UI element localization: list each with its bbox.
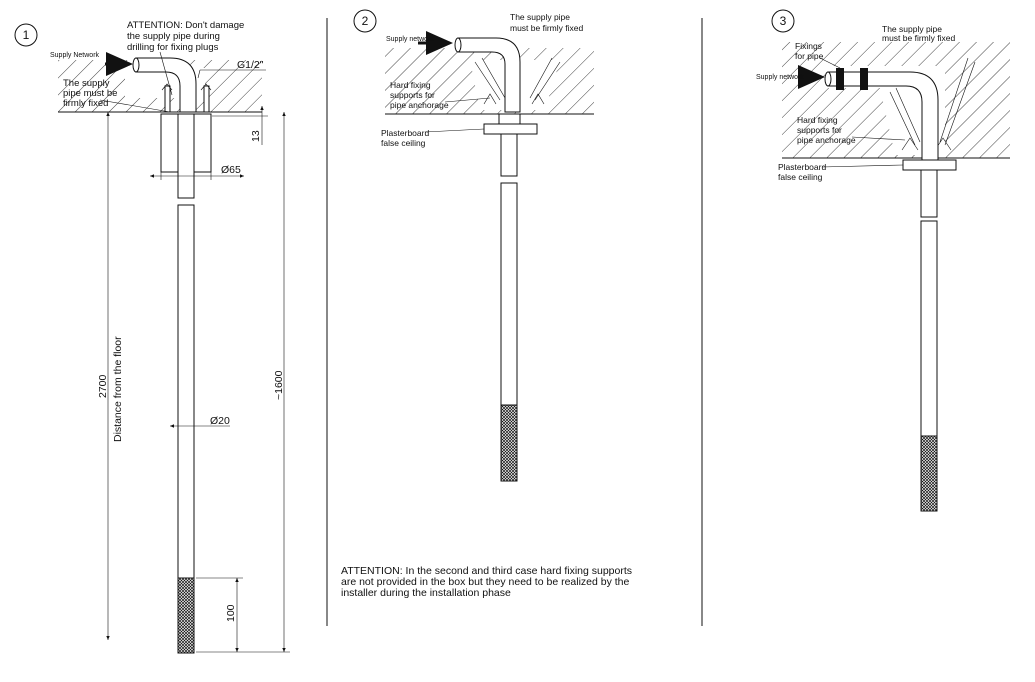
- attention-note-2: are not provided in the box but they nee…: [341, 576, 630, 588]
- dim-length: ~1600: [273, 370, 285, 400]
- panel-3: 3 The supply pipe must be firmly fixed F…: [756, 9, 1010, 512]
- firm-note-2: must be firmly fixed: [882, 33, 955, 43]
- shower-arm: [500, 133, 518, 177]
- firm-note-1: The supply pipe: [510, 12, 570, 22]
- attention-note-3: installer during the installation phase: [341, 587, 511, 599]
- step-number-circle: [771, 9, 795, 33]
- step-number-circle: [14, 23, 38, 47]
- floor-distance-label: Distance from the floor: [112, 336, 124, 442]
- step-number-circle: [353, 9, 377, 33]
- attention-2: the supply pipe during: [127, 31, 220, 42]
- fixings-1: Fixings: [795, 41, 822, 51]
- dim-flange: 13: [250, 130, 262, 142]
- supports-1: Hard fixing: [797, 115, 838, 125]
- supports-3: pipe anchorage: [797, 135, 856, 145]
- dim-canopy: Ø65: [221, 164, 241, 176]
- firm-note-1: The supply: [63, 78, 110, 89]
- canopy: [483, 123, 538, 135]
- attention-3: drilling for fixing plugs: [127, 42, 219, 53]
- firm-note-1: The supply pipe: [882, 24, 942, 34]
- thread-label: G1/2": [237, 59, 264, 71]
- knurled-end: [177, 577, 195, 654]
- firm-note-2: must be firmly fixed: [510, 23, 583, 33]
- panel-1: 1 Supply Network The supply pipe must be…: [14, 20, 290, 654]
- supports-1: Hard fixing: [390, 80, 431, 90]
- canopy: [902, 159, 957, 171]
- shower-arm: [177, 113, 195, 199]
- step-number: 2: [362, 14, 369, 28]
- pipe-fixing: [860, 68, 868, 90]
- supply-pipe: [135, 57, 197, 113]
- dim-pipe: Ø20: [210, 415, 230, 427]
- knurled-end: [920, 435, 938, 512]
- ceiling-2: false ceiling: [381, 138, 426, 148]
- attention-note-1: ATTENTION: In the second and third case …: [341, 565, 632, 577]
- ceiling-1: Plasterboard: [381, 128, 429, 138]
- attention-1: ATTENTION: Don't damage: [127, 20, 244, 31]
- ceiling-2: false ceiling: [778, 172, 823, 182]
- supply-network-label: Supply network: [756, 74, 804, 81]
- firm-note-2: pipe must be: [63, 88, 117, 99]
- supports-2: supports for: [797, 125, 842, 135]
- shower-arm: [920, 169, 938, 218]
- dim-floor: 2700: [97, 374, 109, 398]
- supply-pipe: [457, 37, 521, 113]
- dim-knurl: 100: [225, 604, 237, 622]
- knurled-end: [500, 404, 518, 482]
- supply-network-label: Supply network: [386, 36, 434, 43]
- step-number: 1: [23, 28, 30, 42]
- firm-note-3: firmly fixed: [63, 98, 108, 109]
- supports-3: pipe anchorage: [390, 100, 449, 110]
- supports-2: supports for: [390, 90, 435, 100]
- step-number: 3: [780, 14, 787, 28]
- supply-network-label: Supply Network: [50, 52, 100, 59]
- panel-2: 2 The supply pipe must be firmly fixed S…: [353, 9, 594, 482]
- fixings-2: for pipe: [795, 51, 824, 61]
- pipe-fixing: [836, 68, 844, 90]
- ceiling-1: Plasterboard: [778, 162, 826, 172]
